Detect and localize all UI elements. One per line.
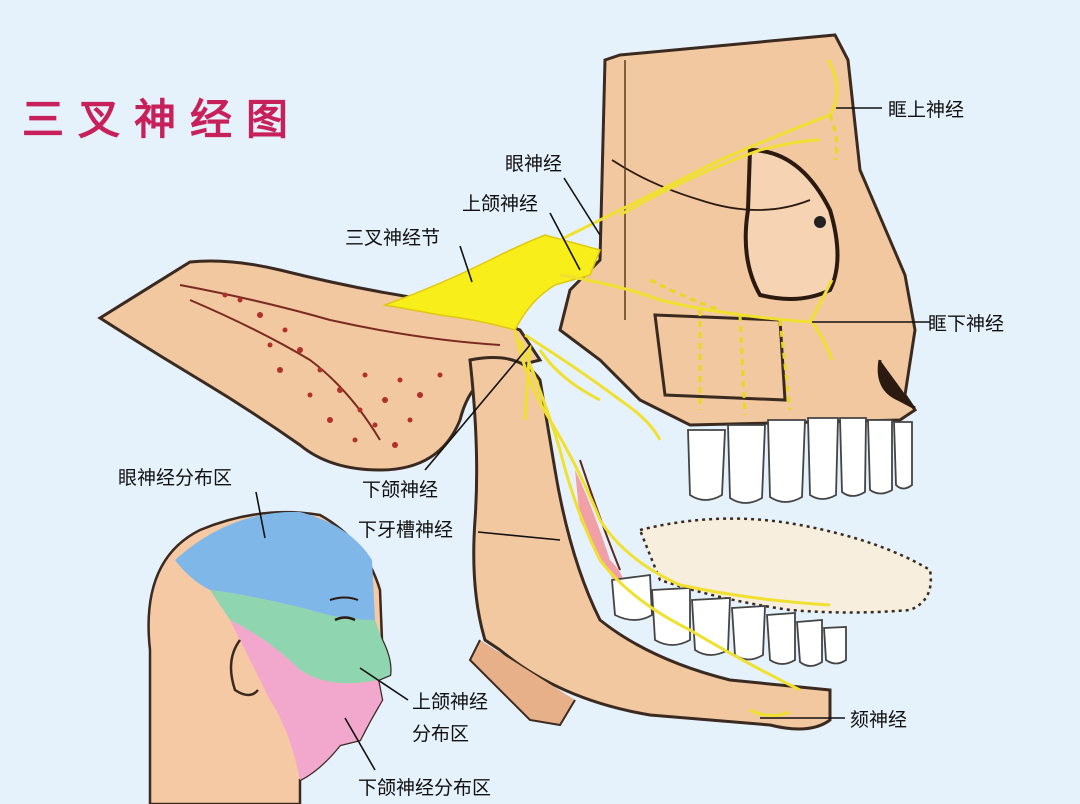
label-maxillary-zone-line1: 上颌神经 [412, 691, 488, 713]
head-distribution [147, 510, 392, 804]
diagram-title: 三叉神经图 [22, 95, 302, 144]
ophthalmic-nerve-path [559, 59, 839, 242]
label-ophthalmic-nerve: 眼神经 [505, 153, 562, 175]
mandible [468, 356, 933, 731]
mandibular-nerve-path [513, 329, 831, 717]
label-mental-nerve: 颏神经 [850, 709, 907, 731]
lower-teeth [611, 573, 847, 667]
label-trigeminal-ganglion: 三叉神经节 [345, 227, 440, 249]
trigeminal-ganglion [382, 234, 602, 331]
leader-lines [255, 107, 930, 771]
label-maxillary-nerve: 上颌神经 [462, 193, 538, 215]
skull-lateral [558, 33, 918, 427]
label-inferior-alveolar-nerve: 下牙槽神经 [358, 519, 453, 541]
label-ophthalmic-zone: 眼神经分布区 [118, 467, 232, 489]
upper-teeth [687, 417, 913, 504]
label-supraorbital-nerve: 眶上神经 [888, 99, 964, 121]
label-infraorbital-nerve: 眶下神经 [928, 313, 1004, 335]
label-mandibular-zone: 下颌神经分布区 [358, 777, 491, 799]
maxillary-nerve-path [559, 273, 834, 416]
label-mandibular-nerve: 下颌神经 [362, 479, 438, 501]
label-maxillary-zone-line2: 分布区 [412, 723, 469, 745]
labels: 眶上神经 眼神经 上颌神经 三叉神经节 眶下神经 下颌神经 下牙槽神经 颏神经 … [118, 99, 1004, 799]
